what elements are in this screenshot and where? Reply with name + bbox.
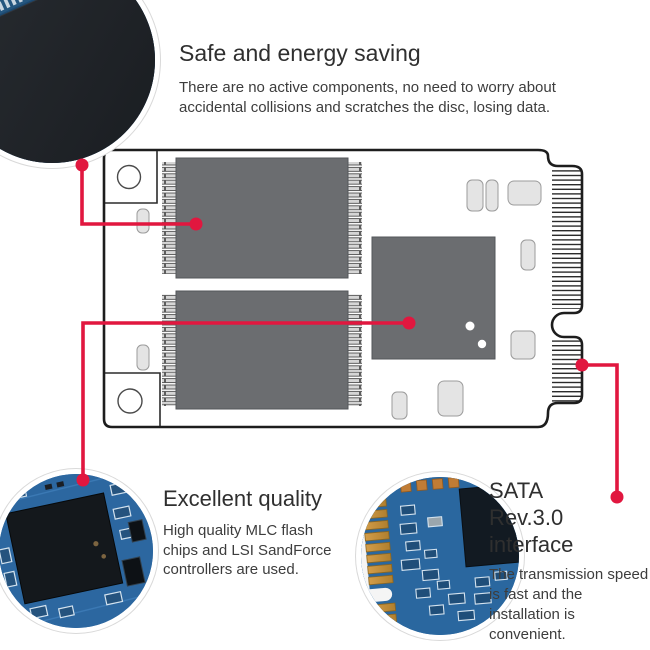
passive-component [136, 344, 150, 371]
controller-dot-2 [477, 339, 487, 349]
controller-chip [371, 236, 496, 360]
sata-section: SATA Rev.3.0 interface The transmission … [489, 478, 650, 645]
mounting-hole-bottom [117, 388, 143, 414]
edge-connector-lower [552, 340, 582, 402]
passive-component [437, 380, 464, 417]
flash-chip-1 [175, 157, 349, 279]
edge-connector-upper [552, 169, 582, 309]
passive-component [391, 391, 408, 420]
mounting-hole-top [116, 164, 142, 190]
safe-description: There are no active components, no need … [179, 78, 556, 117]
quality-description: High quality MLC flash chips and LSI San… [163, 522, 332, 579]
safe-title: Safe and energy saving [179, 40, 421, 66]
passive-component [485, 179, 499, 212]
sata-title-line2: Rev.3.0 interface [489, 504, 574, 557]
quality-section: Excellent quality High quality MLC flash… [163, 486, 339, 580]
quality-title: Excellent quality [163, 486, 322, 511]
safe-section: Safe and energy saving There are no acti… [179, 40, 611, 119]
passive-component [466, 179, 484, 212]
flash-chip-2 [175, 290, 349, 410]
passive-component [520, 239, 536, 271]
photo-controller-chip [0, 469, 158, 633]
flash2-pins-right [347, 294, 362, 406]
flash1-pins-right [347, 162, 362, 274]
sata-description: The transmission speed is fast and the i… [489, 566, 649, 643]
controller-dot-1 [465, 321, 475, 331]
controller-chip-photo-art [0, 474, 153, 628]
flash2-pins-left [162, 294, 177, 406]
passive-component [507, 180, 542, 206]
flash1-pins-left [162, 162, 177, 274]
passive-component [136, 208, 150, 234]
passive-component [510, 330, 536, 360]
sata-title-line1: SATA [489, 478, 544, 503]
photo-sata-connector [356, 472, 524, 640]
